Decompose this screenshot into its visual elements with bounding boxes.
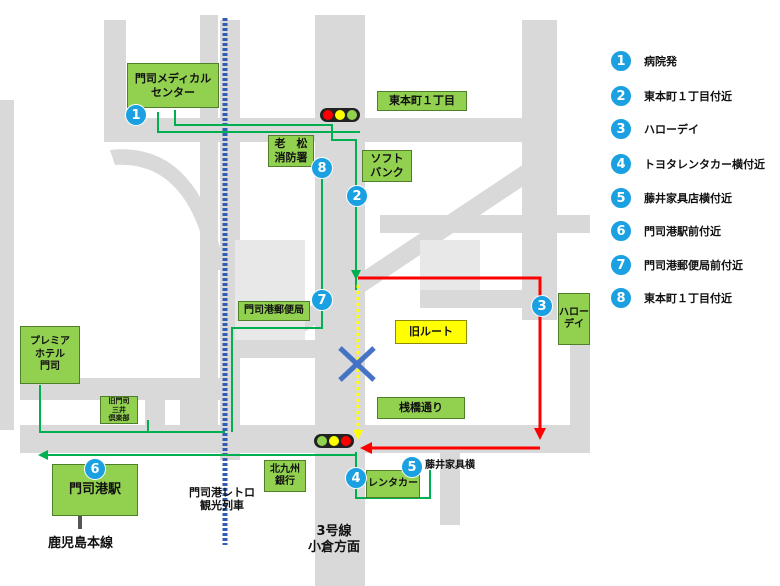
closed-cross (338, 346, 376, 382)
retro-train-label: 門司港レトロ 観光列車 (189, 486, 255, 513)
legend-label: 東本町１丁目付近 (644, 90, 732, 103)
road-mid-east (380, 215, 590, 233)
legend-marker: 4 (610, 153, 632, 175)
legend-label: 病院発 (644, 55, 677, 68)
legend-marker: 5 (610, 187, 632, 209)
stop-marker-4: 4 (345, 467, 367, 489)
kagoshima-line-label: 鹿児島本線 (48, 536, 114, 551)
stop-marker-6: 6 (84, 458, 106, 480)
old-route-box: 旧ルート (395, 320, 467, 344)
traffic-light-south (314, 434, 354, 448)
legend-marker: 1 (610, 50, 632, 72)
sankyo-street-box: 桟橋通り (377, 397, 465, 419)
road-small-2 (180, 395, 200, 435)
route3-label: 3号線 小倉方面 (308, 524, 361, 555)
road-curve (110, 149, 225, 270)
route-segment-2 (174, 110, 357, 275)
stop-marker-3: 3 (531, 295, 553, 317)
legend-item: 2 東本町１丁目付近 (610, 85, 732, 107)
road-post-side (240, 340, 320, 358)
old-route-arrowhead (353, 430, 363, 440)
road-north-left (104, 20, 126, 140)
legend-marker: 7 (610, 254, 632, 276)
route-segment-5 (231, 315, 323, 432)
road-left-edge (0, 100, 14, 430)
stop-marker-2: 2 (346, 185, 368, 207)
down-arrowhead (351, 270, 361, 280)
kitakyushu-bank-box: 北九州 銀行 (264, 460, 306, 492)
legend-item: 6 門司港駅前付近 (610, 220, 721, 242)
road-far-east (570, 330, 590, 450)
station-marker (78, 515, 82, 529)
softbank-box: ソフト バンク (362, 150, 412, 182)
stop-marker-1: 1 (125, 104, 147, 126)
former-station-box: 旧門司 三井 倶楽部 (100, 396, 138, 424)
legend-label: トヨタレンタカー横付近 (644, 158, 765, 171)
post-office-box: 門司港郵便局 (238, 301, 310, 321)
road-upper-horizontal (104, 118, 524, 142)
stop-marker-7: 7 (311, 289, 333, 311)
legend-item: 1 病院発 (610, 50, 677, 72)
legend-label: 藤井家具店横付近 (644, 192, 732, 205)
detour-left-arrowhead (360, 442, 372, 454)
fire-station-box: 老 松 消防署 (268, 135, 314, 167)
legend-item: 5 藤井家具店横付近 (610, 187, 732, 209)
stop-marker-5: 5 (401, 456, 423, 478)
legend-item: 3 ハローデイ (610, 118, 699, 140)
legend-marker: 2 (610, 85, 632, 107)
detour-route (358, 276, 542, 450)
legend-label: 門司港駅前付近 (644, 225, 721, 238)
route-segment-6 (39, 385, 225, 433)
legend-item: 8 東本町１丁目付近 (610, 287, 732, 309)
premier-hotel-box: プレミア ホテル 門司 (20, 326, 80, 384)
legend-item: 7 門司港郵便局前付近 (610, 254, 743, 276)
road-diagonal (275, 150, 555, 345)
legend-marker: 3 (610, 118, 632, 140)
fujii-furniture-label: 藤井家具横 (425, 460, 475, 471)
medical-center-box: 門司メディカル センター (127, 63, 219, 108)
road-south-east (440, 445, 460, 525)
detour-down-arrowhead (534, 428, 546, 440)
legend-label: 門司港郵便局前付近 (644, 259, 743, 272)
hello-day-box: ハロー デイ (558, 293, 590, 345)
detour-segment-1 (358, 276, 542, 430)
stop-marker-8: 8 (311, 157, 333, 179)
road-small (145, 380, 165, 440)
traffic-light-north (320, 108, 360, 122)
road-mid-east-2 (420, 290, 540, 308)
legend-label: ハローデイ (644, 123, 699, 136)
westbound-arrowhead (38, 450, 48, 460)
block-2 (420, 240, 480, 290)
legend-marker: 6 (610, 220, 632, 242)
legend-item: 4 トヨタレンタカー横付近 (610, 153, 765, 175)
legend-marker: 8 (610, 287, 632, 309)
block (235, 240, 305, 340)
higashi-honmachi-box: 東本町１丁目 (377, 91, 467, 111)
legend-label: 東本町１丁目付近 (644, 292, 732, 305)
route-segment-1 (157, 112, 360, 133)
